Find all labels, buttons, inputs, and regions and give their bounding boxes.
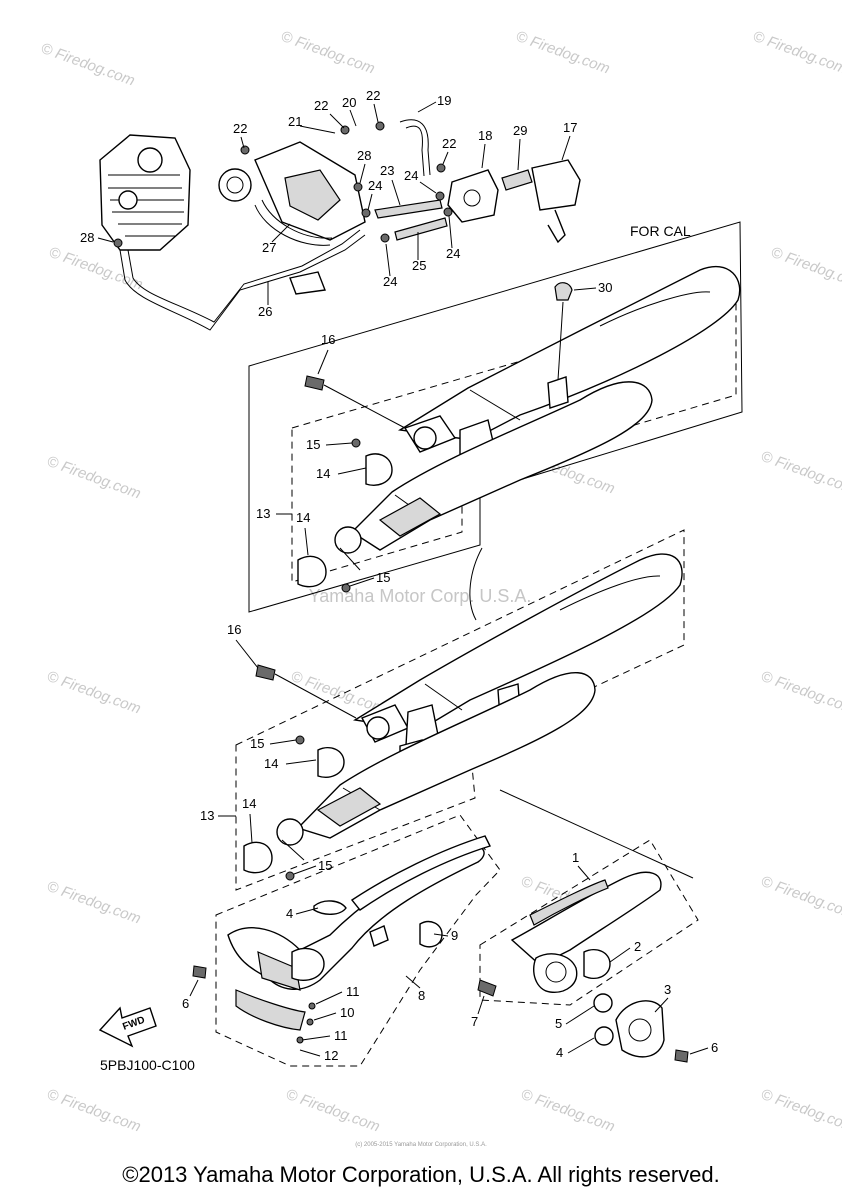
callout-24: 24 — [446, 246, 460, 261]
watermark: © Firedog.com — [519, 1086, 617, 1136]
callout-14: 14 — [296, 510, 310, 525]
callout-22: 22 — [366, 88, 380, 103]
copyright-notice: ©2013 Yamaha Motor Corporation, U.S.A. A… — [122, 1162, 720, 1187]
callout-1: 1 — [572, 850, 579, 865]
callout-6: 6 — [711, 1040, 718, 1055]
callout-14: 14 — [264, 756, 278, 771]
watermark: © Firedog.com — [45, 1086, 143, 1136]
callout-13: 13 — [256, 506, 270, 521]
watermark: © Firedog.com — [47, 244, 145, 294]
watermark: © Firedog.com — [759, 668, 842, 718]
callout-16: 16 — [321, 332, 335, 347]
callout-13: 13 — [200, 808, 214, 823]
callout-22: 22 — [442, 136, 456, 151]
callout-15: 15 — [306, 437, 320, 452]
for-cal-region: FOR CAL — [248, 221, 743, 613]
watermark: © Firedog.com — [284, 1086, 382, 1136]
callout-9: 9 — [451, 928, 458, 943]
callout-29: 29 — [513, 123, 527, 138]
callout-25: 25 — [412, 258, 426, 273]
engine-cylinder-drawing — [99, 134, 191, 251]
callout-19: 19 — [437, 93, 451, 108]
callout-20: 20 — [342, 95, 356, 110]
muffler-assembly — [235, 529, 685, 891]
callout-6: 6 — [182, 996, 189, 1011]
watermark: © Firedog.com — [45, 878, 143, 928]
callout-28: 28 — [80, 230, 94, 245]
callout-14: 14 — [242, 796, 256, 811]
callout-28: 28 — [357, 148, 371, 163]
middle-callouts: 16 15 14 13 14 15 — [200, 622, 332, 875]
callout-5: 5 — [555, 1016, 562, 1031]
callout-15: 15 — [376, 570, 390, 585]
watermark: © Firedog.com — [39, 40, 137, 90]
callout-16: 16 — [227, 622, 241, 637]
callout-14: 14 — [316, 466, 330, 481]
callout-24: 24 — [383, 274, 397, 289]
callout-26: 26 — [258, 304, 272, 319]
fwd-arrow-icon: FWD — [98, 1006, 157, 1048]
watermark: © Firedog.com — [751, 28, 842, 78]
callout-18: 18 — [478, 128, 492, 143]
callout-7: 7 — [471, 1014, 478, 1029]
for-cal-callouts: 30 16 15 14 13 14 15 — [256, 280, 612, 587]
for-cal-label: FOR CAL — [630, 223, 691, 239]
air-induction-system — [113, 119, 581, 331]
callout-30: 30 — [598, 280, 612, 295]
callout-21: 21 — [288, 114, 302, 129]
callout-15: 15 — [318, 858, 332, 873]
callout-8: 8 — [418, 988, 425, 1003]
bottom-callouts: 1 4 9 2 3 8 6 11 10 11 12 7 5 4 6 — [182, 850, 718, 1063]
diagram-code: 5PBJ100-C100 — [100, 1057, 195, 1073]
callout-24: 24 — [368, 178, 382, 193]
callout-22: 22 — [233, 121, 247, 136]
watermark: © Firedog.com — [769, 244, 842, 294]
watermark: © Firedog.com — [759, 1086, 842, 1136]
fine-print: (c) 2005-2015 Yamaha Motor Corporation, … — [355, 1142, 487, 1148]
watermark: © Firedog.com — [759, 448, 842, 498]
callout-22: 22 — [314, 98, 328, 113]
callout-4: 4 — [286, 906, 293, 921]
watermark: © Firedog.com — [759, 873, 842, 923]
callout-27: 27 — [262, 240, 276, 255]
callout-23: 23 — [380, 163, 394, 178]
watermark: © Firedog.com — [45, 453, 143, 503]
callout-12: 12 — [324, 1048, 338, 1063]
center-watermark: Yamaha Motor Corp. U.S.A. — [309, 586, 532, 606]
top-callouts: 22 21 22 20 22 19 22 18 29 17 28 23 24 2… — [80, 88, 577, 319]
callout-24: 24 — [404, 168, 418, 183]
exhaust-pipe-assembly — [192, 789, 699, 1067]
watermark: © Firedog.com — [514, 28, 612, 78]
callout-15: 15 — [250, 736, 264, 751]
callout-4: 4 — [556, 1045, 563, 1060]
callout-11: 11 — [346, 984, 360, 999]
callout-2: 2 — [634, 939, 641, 954]
callout-11: 11 — [334, 1028, 348, 1043]
callout-10: 10 — [340, 1005, 354, 1020]
callout-17: 17 — [563, 120, 577, 135]
watermark: © Firedog.com — [45, 668, 143, 718]
watermark: © Firedog.com — [279, 28, 377, 78]
callout-3: 3 — [664, 982, 671, 997]
